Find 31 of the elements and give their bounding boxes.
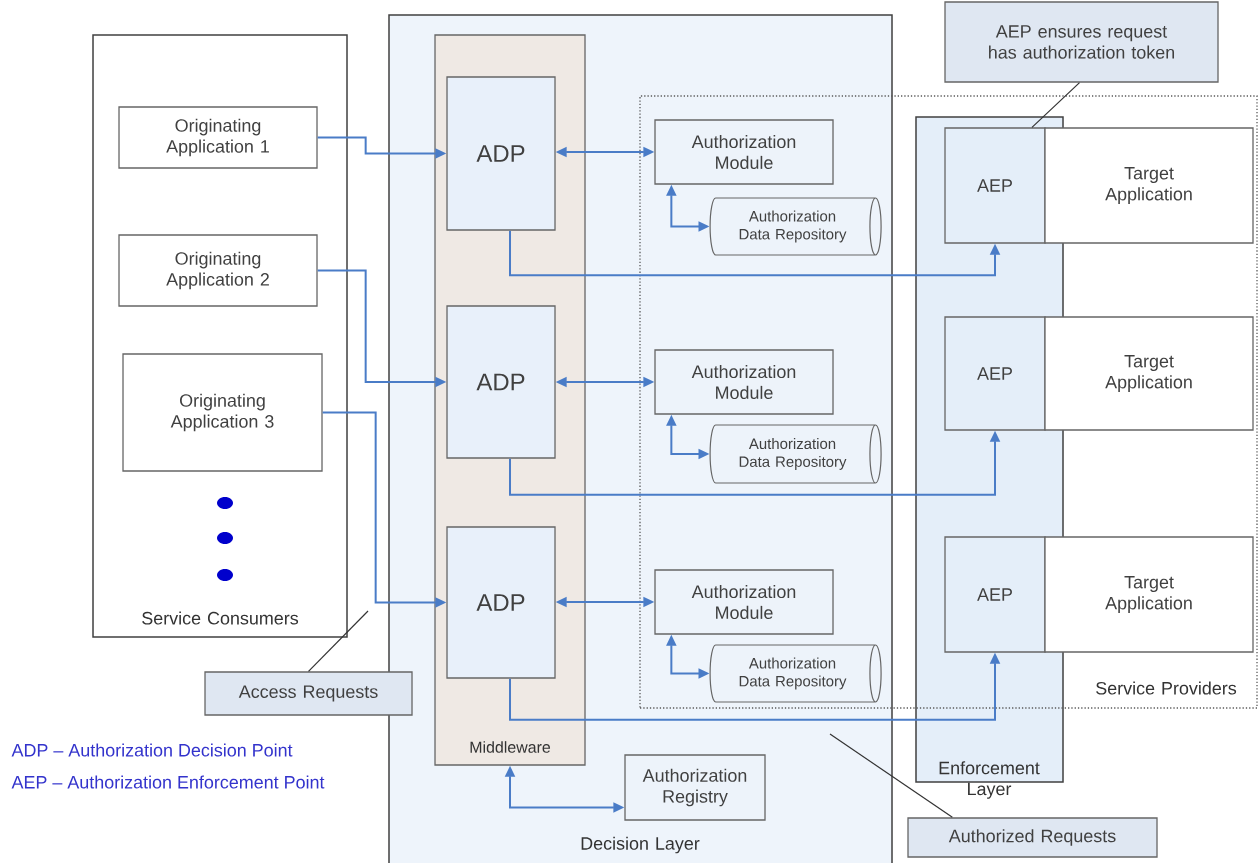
callout-box: Authorized Requests	[907, 817, 1158, 858]
dot	[217, 532, 233, 544]
repository-cylinder: Authorization Data Repository	[709, 644, 882, 703]
application-box: Target Application	[1044, 316, 1254, 431]
leader-line	[829, 733, 953, 818]
leader-line	[1031, 82, 1081, 128]
application-box: Originating Application 1	[118, 106, 318, 169]
node-label: Layer	[968, 782, 1012, 799]
decision-point-box: ADP	[446, 305, 556, 459]
dot	[217, 569, 233, 581]
legend-text: ADP – Authorization Decision Point	[11, 743, 293, 757]
module-box: Authorization Module	[654, 349, 834, 415]
application-box: Originating Application 2	[118, 234, 318, 307]
decision-point-box: ADP	[446, 76, 556, 231]
decision-point-box: ADP	[446, 526, 556, 679]
callout-box: AEP ensures request has authorization token	[944, 1, 1219, 83]
module-box: Authorization Module	[654, 119, 834, 185]
registry-box: Authorization Registry	[624, 754, 766, 821]
module-box: Authorization Module	[654, 569, 834, 635]
enforcement-point-box: AEP	[944, 316, 1046, 431]
dot	[217, 497, 233, 509]
leader-line	[307, 610, 369, 672]
enforcement-point-box: AEP	[944, 536, 1046, 653]
callout-box: Access Requests	[204, 671, 413, 716]
application-box: Target Application	[1044, 127, 1254, 244]
repository-cylinder: Authorization Data Repository	[709, 424, 882, 484]
repository-cylinder: Authorization Data Repository	[709, 197, 882, 256]
enforcement-point-box: AEP	[944, 127, 1046, 244]
legend-text: AEP – Authorization Enforcement Point	[11, 775, 325, 789]
application-box: Originating Application 3	[122, 353, 323, 472]
application-box: Target Application	[1044, 536, 1254, 653]
